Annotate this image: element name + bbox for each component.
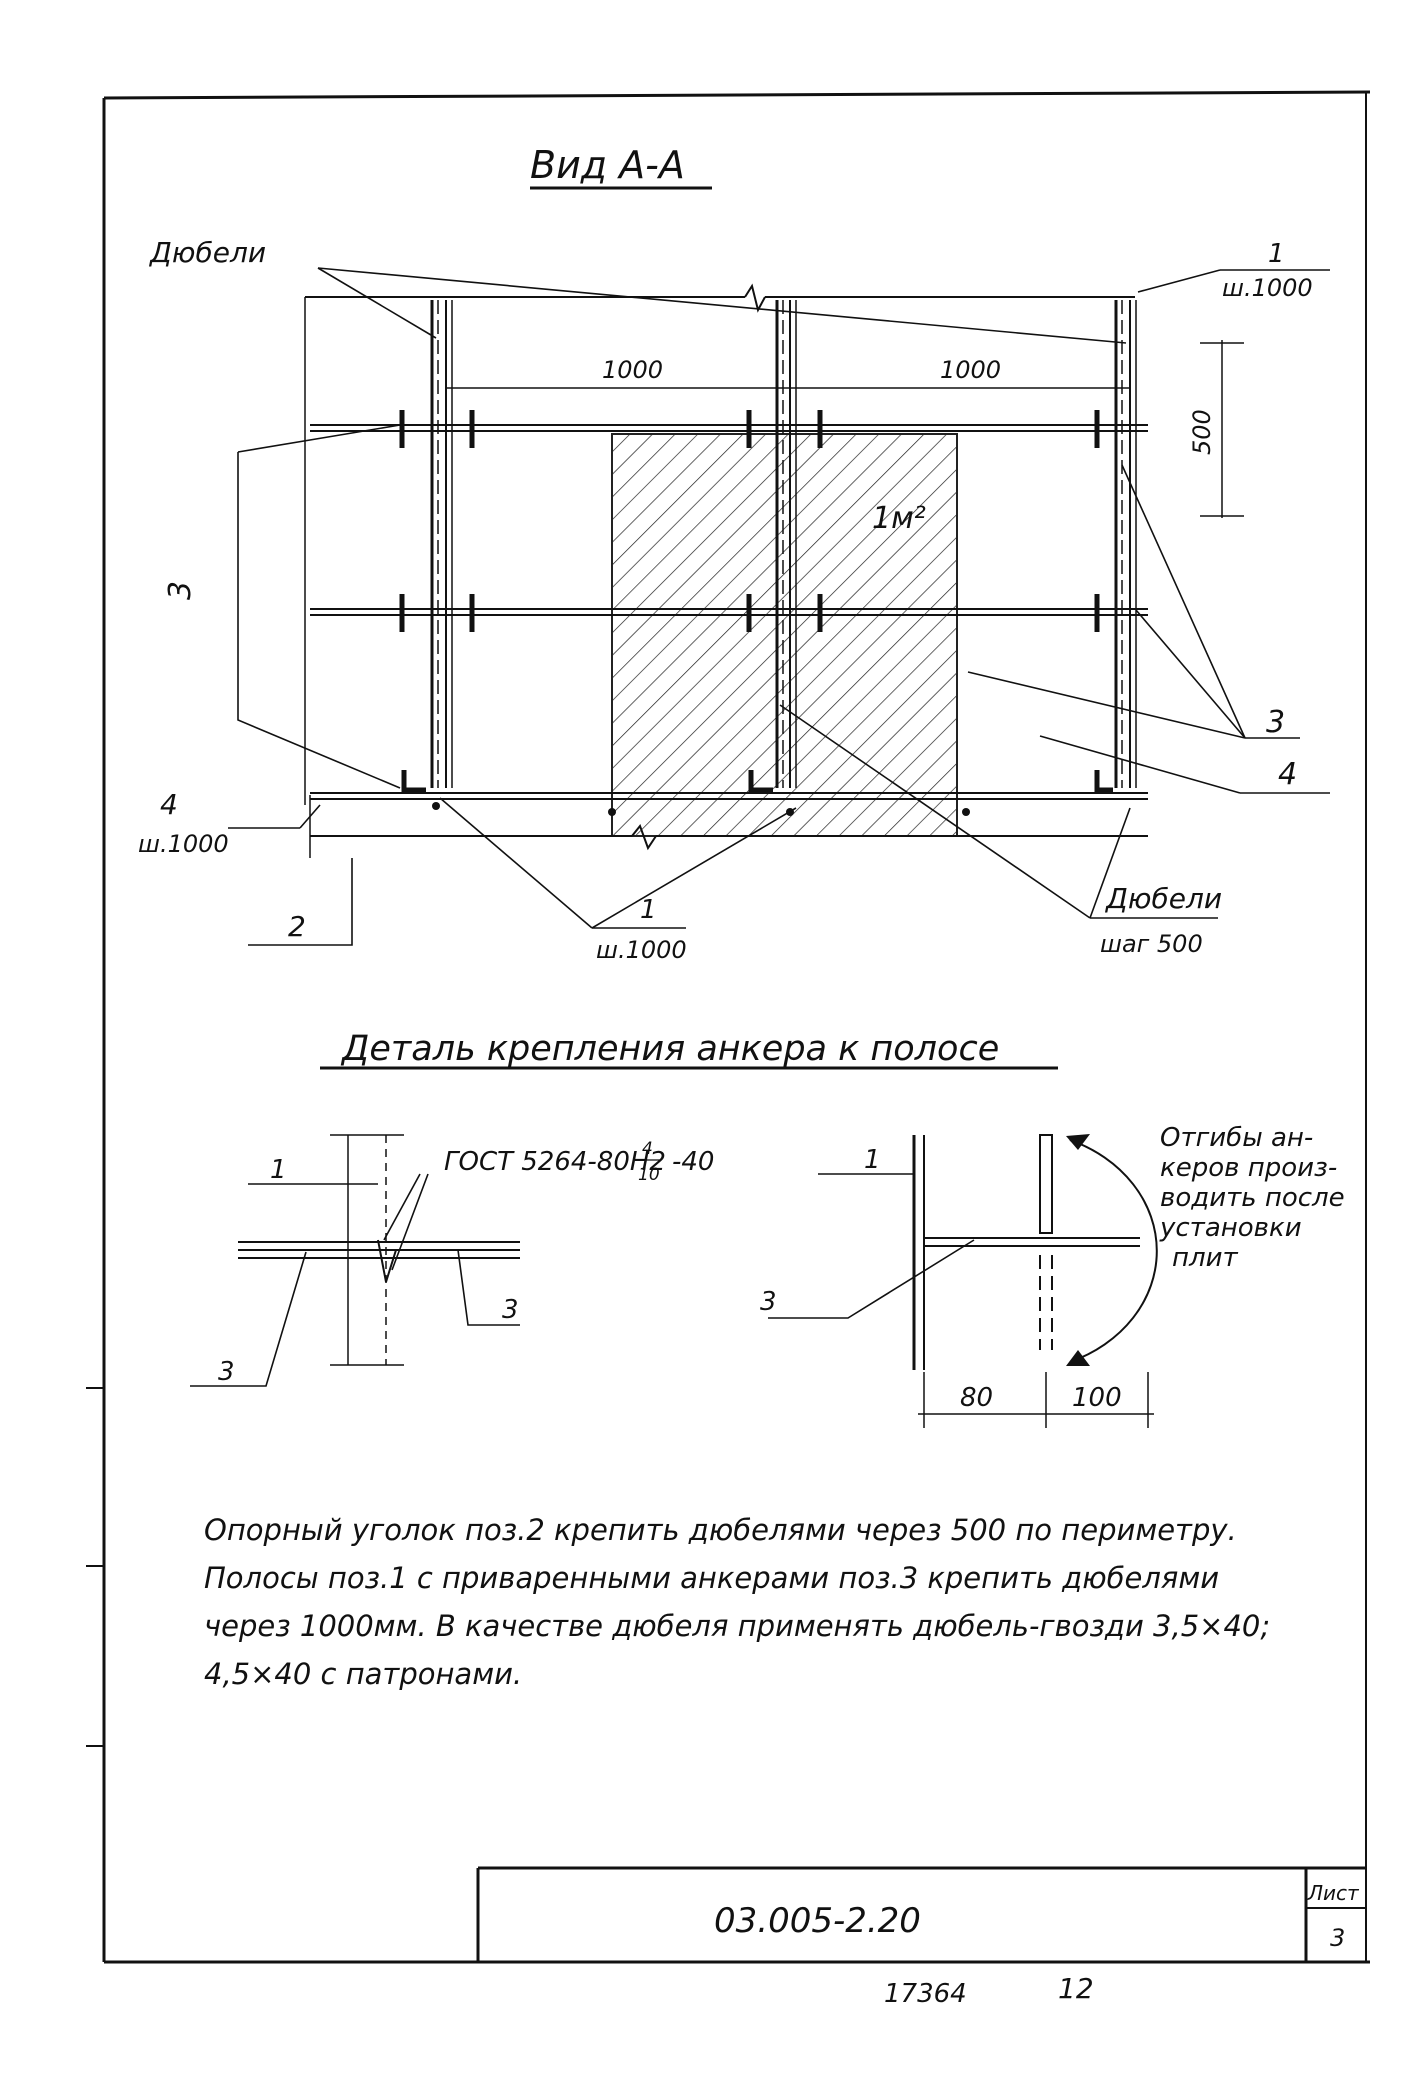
view-title: Вид А-А xyxy=(530,143,685,187)
pos1-top-label: 1 xyxy=(1268,239,1285,269)
inventory-number: 17364 xyxy=(884,1979,967,2009)
sheet-label: Лист xyxy=(1307,1881,1360,1905)
detail-right-dim-a: 80 xyxy=(960,1383,993,1413)
strip-left xyxy=(430,300,453,788)
area-label: 1м² xyxy=(872,501,926,536)
detail-right-pos1: 1 xyxy=(864,1145,881,1175)
note-line-2: Полосы поз.1 с приваренными анкерами поз… xyxy=(204,1561,1220,1595)
detail-right-pos3: 3 xyxy=(760,1287,777,1317)
page-number: 12 xyxy=(1058,1972,1094,2005)
strip-right xyxy=(1114,300,1137,788)
pos1-top-step-label: ш.1000 xyxy=(1222,274,1313,302)
anchor-rows xyxy=(310,424,1148,616)
base-angle xyxy=(309,792,1148,858)
bend-note-2: керов произ- xyxy=(1160,1153,1337,1183)
weld-frac-num: 4 xyxy=(642,1139,653,1159)
bend-note-4: установки xyxy=(1159,1213,1302,1243)
document-code: 03.005-2.20 xyxy=(714,1901,921,1941)
bend-note-5: плит xyxy=(1172,1243,1239,1273)
note-line-1: Опорный уголок поз.2 крепить дюбелями че… xyxy=(204,1513,1237,1547)
detail-right xyxy=(768,1134,1158,1428)
note-line-4: 4,5×40 с патронами. xyxy=(204,1657,523,1691)
detail-left-pos1: 1 xyxy=(270,1155,287,1185)
pos2-label: 2 xyxy=(288,910,306,943)
hatched-area xyxy=(611,433,958,837)
pos3-right-label: 3 xyxy=(1266,705,1285,740)
pos3-left-label: 3 xyxy=(163,581,198,600)
detail-left xyxy=(190,1134,520,1387)
pos4-left-step-label: ш.1000 xyxy=(138,830,229,858)
pos1-bottom-step-label: ш.1000 xyxy=(596,936,687,964)
detail-left-pos3-right: 3 xyxy=(502,1295,519,1325)
vertical-strips xyxy=(430,300,1137,788)
dim-left-label: 1000 xyxy=(602,356,663,384)
dowels-bottom-step-label: шаг 500 xyxy=(1100,930,1203,958)
detail-title: Деталь крепления анкера к полосе xyxy=(340,1029,999,1069)
pos4-left-label: 4 xyxy=(160,788,178,821)
view-a-a: Вид А-А xyxy=(138,143,1330,964)
sheet-number: 3 xyxy=(1330,1924,1345,1952)
dowels-bottom-label: Дюбели xyxy=(1104,882,1222,915)
dim-right-label: 1000 xyxy=(940,356,1001,384)
detail-left-pos3-left: 3 xyxy=(218,1357,235,1387)
sheet-frame xyxy=(86,90,1371,1964)
weld-frac-den: 10 xyxy=(638,1165,660,1185)
title-block xyxy=(476,1866,1366,1962)
anchor-ticks xyxy=(399,410,1113,793)
bend-note-1: Отгибы ан- xyxy=(1160,1123,1313,1153)
top-break-line xyxy=(304,283,1135,805)
note-line-3: через 1000мм. В качестве дюбеля применят… xyxy=(204,1609,1271,1643)
detail-right-dim-b: 100 xyxy=(1072,1383,1122,1413)
dimensions xyxy=(446,340,1244,518)
weld-length: -40 xyxy=(672,1147,714,1177)
leaders xyxy=(228,267,1330,946)
pos1-bottom-label: 1 xyxy=(640,895,657,925)
dowels-top-label: Дюбели xyxy=(148,236,266,269)
bend-note-3: водить после xyxy=(1160,1183,1345,1213)
detail-section: Деталь крепления анкера к полосе 1 ГОСТ … xyxy=(190,1029,1345,1428)
dim-vertical-label: 500 xyxy=(1188,409,1216,455)
pos4-right-label: 4 xyxy=(1278,757,1297,792)
weld-spec: ГОСТ 5264-80Н2 xyxy=(444,1147,666,1177)
